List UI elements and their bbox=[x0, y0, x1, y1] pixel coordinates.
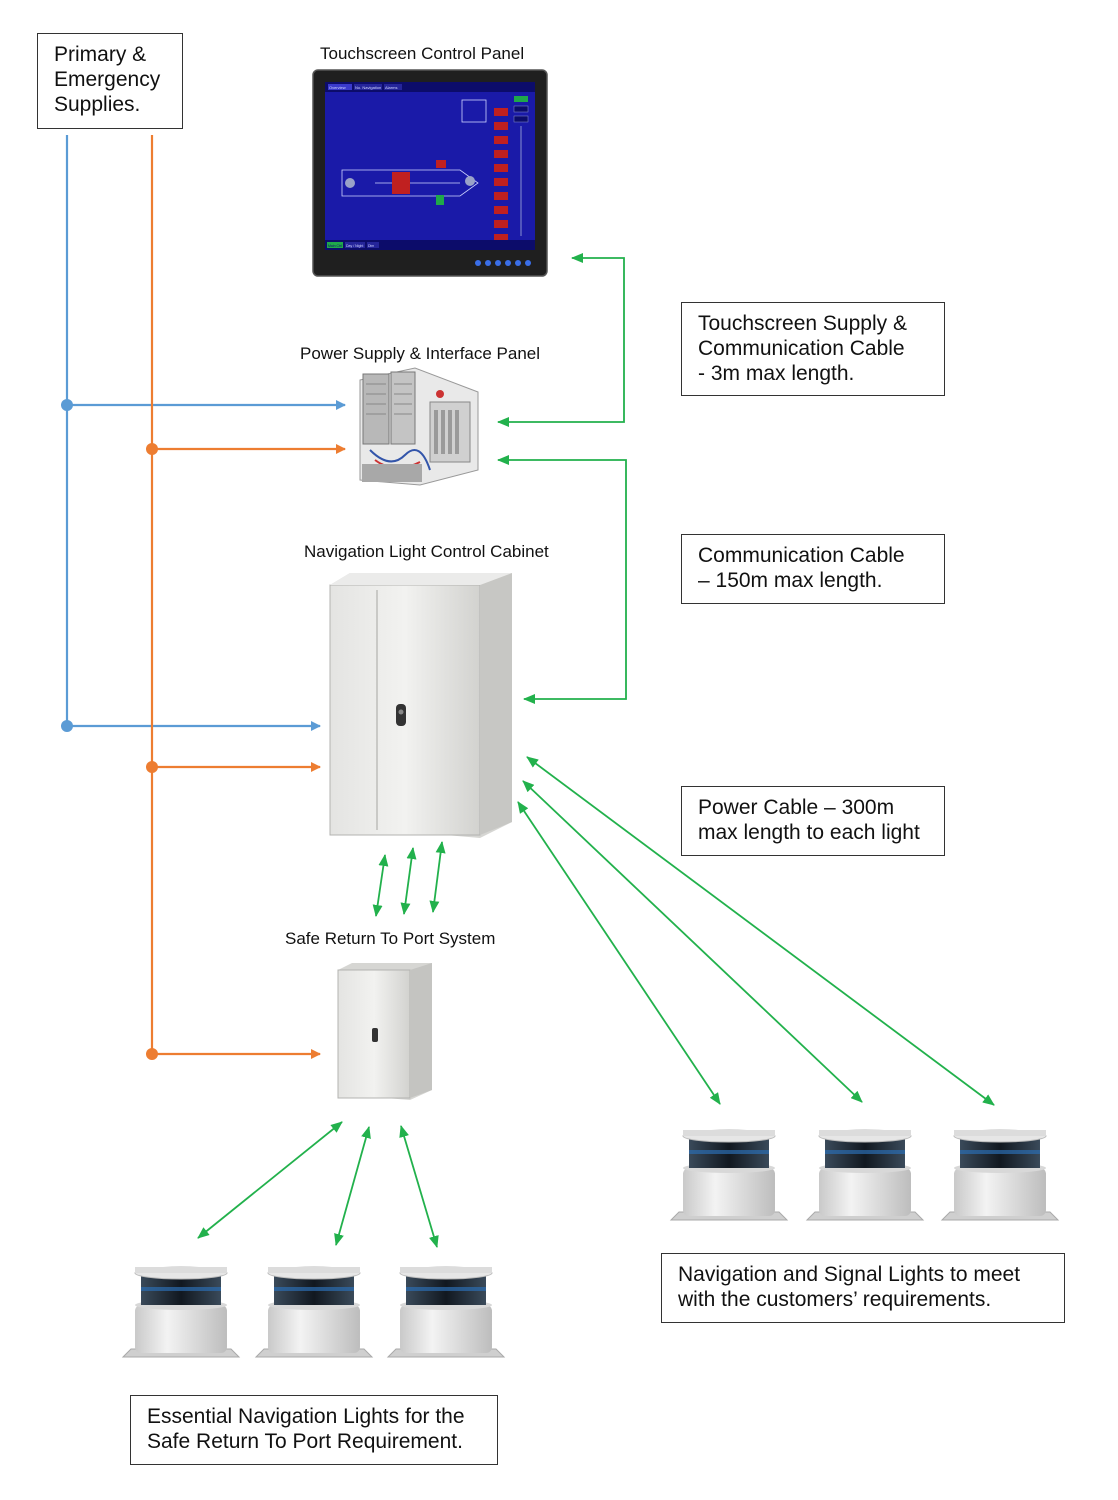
emergency-junction-dot bbox=[146, 761, 158, 773]
essential-lights bbox=[122, 1266, 505, 1358]
comm-cable-callout: Communication Cable – 150m max length. bbox=[681, 534, 945, 604]
emergency-junction-dot bbox=[146, 1048, 158, 1060]
supplies-line-1: Primary & bbox=[54, 43, 147, 66]
nav-signal-line-1: Navigation and Signal Lights to meet bbox=[678, 1263, 1021, 1286]
srtp-cabinet bbox=[337, 963, 432, 1100]
cabinet-label: Navigation Light Control Cabinet bbox=[304, 542, 549, 561]
primary-junction-dot bbox=[61, 399, 73, 411]
supplies-box: Primary & Emergency Supplies. bbox=[37, 33, 183, 129]
touchscreen-cable-line-1: Touchscreen Supply & bbox=[698, 312, 907, 335]
supplies-line-2: Emergency bbox=[54, 68, 161, 91]
nav-signal-lights bbox=[670, 1129, 1059, 1221]
touchscreen-label: Touchscreen Control Panel bbox=[320, 44, 525, 63]
nav-signal-callout: Navigation and Signal Lights to meet wit… bbox=[661, 1253, 1065, 1323]
primary-supply-wiring bbox=[65, 135, 346, 731]
nav-light-icon bbox=[670, 1129, 788, 1221]
essential-line-1: Essential Navigation Lights for the bbox=[147, 1405, 465, 1428]
comm-cable-line-1: Communication Cable bbox=[698, 544, 905, 567]
touchscreen-cable-callout: Touchscreen Supply & Communication Cable… bbox=[681, 302, 945, 396]
comm-cable-line-2: – 150m max length. bbox=[698, 569, 883, 592]
screen-footer-dim: Dim bbox=[368, 244, 374, 248]
essential-light-icon bbox=[255, 1266, 373, 1358]
emergency-supply-wiring bbox=[150, 135, 346, 1059]
supplies-line-3: Supplies. bbox=[54, 93, 141, 116]
emergency-junction-dot bbox=[146, 443, 158, 455]
screen-tab-navigation: No. Navigation bbox=[355, 85, 381, 90]
control-cabinet bbox=[329, 573, 512, 838]
nav-signal-line-2: with the customers’ requirements. bbox=[678, 1288, 992, 1311]
nav-light-icon bbox=[806, 1129, 924, 1221]
touchscreen-cable-line-3: - 3m max length. bbox=[698, 362, 855, 385]
data-link-wiring bbox=[197, 253, 995, 1248]
essential-light-icon bbox=[122, 1266, 240, 1358]
essential-line-2: Safe Return To Port Requirement. bbox=[147, 1430, 463, 1453]
screen-footer-main: Main Ctrl bbox=[328, 244, 342, 248]
screen-footer-daynight: Day / Night bbox=[346, 244, 363, 248]
touchscreen-panel: Overview No. Navigation Alarms Main C bbox=[312, 69, 548, 277]
power-supply-panel bbox=[359, 367, 479, 486]
screen-tab-alarms: Alarms bbox=[385, 85, 397, 90]
touchscreen-cable-line-2: Communication Cable bbox=[698, 337, 905, 360]
srtp-label: Safe Return To Port System bbox=[285, 929, 496, 948]
nav-light-icon bbox=[941, 1129, 1059, 1221]
screen-tab-overview: Overview bbox=[329, 85, 346, 90]
power-supply-label: Power Supply & Interface Panel bbox=[300, 344, 541, 363]
essential-light-icon bbox=[387, 1266, 505, 1358]
essential-callout: Essential Navigation Lights for the Safe… bbox=[130, 1395, 498, 1465]
primary-junction-dot bbox=[61, 720, 73, 732]
